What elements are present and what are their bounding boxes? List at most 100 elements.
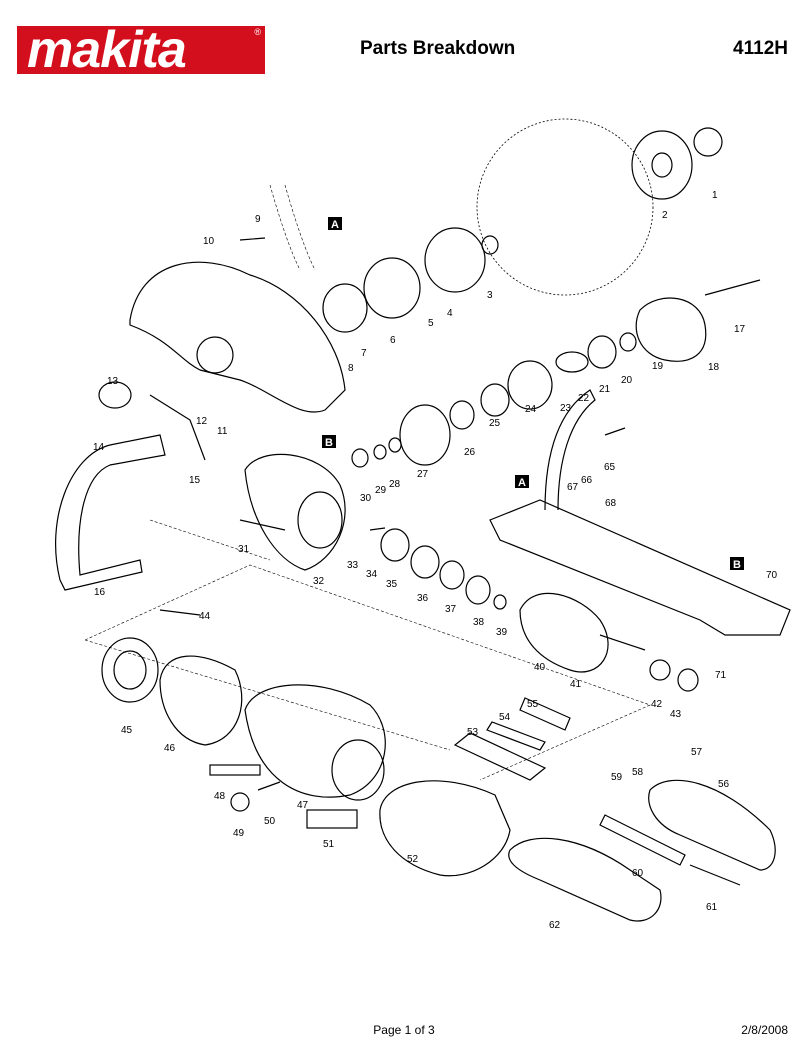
field-ring-shape bbox=[101, 637, 159, 703]
part-label: 34 bbox=[366, 569, 378, 580]
part-label: 14 bbox=[93, 442, 105, 453]
part-label: 32 bbox=[313, 576, 325, 587]
cover-plate-shape bbox=[363, 257, 421, 319]
fan-disc-shape bbox=[399, 404, 451, 466]
part-label: 36 bbox=[417, 593, 429, 604]
part-label: 16 bbox=[94, 587, 106, 598]
part-label: 7 bbox=[361, 348, 367, 359]
rear-handle-shape bbox=[648, 779, 776, 871]
page-number: Page 1 of 3 bbox=[373, 1023, 435, 1037]
part-label: 70 bbox=[766, 570, 778, 581]
part-label: 52 bbox=[407, 854, 419, 865]
blade-guard-shape bbox=[129, 261, 346, 413]
exploded-parts-diagram: A B A B 1 2 3 4 5 6 7 8 9 10 11 12 13 14… bbox=[55, 118, 791, 931]
part-label: 33 bbox=[347, 560, 359, 571]
part-label: 59 bbox=[611, 772, 623, 783]
part-label: 48 bbox=[214, 791, 226, 802]
model-number: 4112H bbox=[733, 38, 788, 59]
part-label: 46 bbox=[164, 743, 176, 754]
part-label: 8 bbox=[348, 363, 354, 374]
part-label: 17 bbox=[734, 324, 746, 335]
page-title: Parts Breakdown bbox=[360, 38, 516, 59]
part-label: 23 bbox=[560, 403, 572, 414]
part-label: 51 bbox=[323, 839, 335, 850]
motor-housing-rear-shape bbox=[244, 684, 386, 798]
brand-logo-text: makita bbox=[27, 21, 187, 79]
svg-text:B: B bbox=[733, 559, 741, 571]
part-label: 2 bbox=[662, 210, 668, 221]
part-label: 42 bbox=[651, 699, 663, 710]
saw-blade-shape bbox=[476, 118, 654, 296]
part-label: 11 bbox=[217, 426, 228, 437]
part-label: 45 bbox=[121, 725, 133, 736]
document-date: 2/8/2008 bbox=[741, 1023, 788, 1037]
part-label: 47 bbox=[297, 800, 309, 811]
part-label: 39 bbox=[496, 627, 508, 638]
part-label: 27 bbox=[417, 469, 429, 480]
part-label: 66 bbox=[581, 475, 593, 486]
rear-cover-shape bbox=[379, 780, 511, 877]
part-label: 62 bbox=[549, 920, 561, 931]
part-label: 40 bbox=[534, 662, 546, 673]
part-label: 53 bbox=[467, 727, 479, 738]
part-label: 61 bbox=[706, 902, 718, 913]
part-label: 67 bbox=[567, 482, 579, 493]
field-coil-shape bbox=[159, 655, 243, 746]
part-label: 71 bbox=[715, 670, 727, 681]
part-label: 26 bbox=[464, 447, 476, 458]
registered-mark-icon: ® bbox=[254, 27, 261, 37]
part-label: 29 bbox=[375, 485, 387, 496]
part-label: 54 bbox=[499, 712, 511, 723]
part-label: 56 bbox=[718, 779, 730, 790]
part-label: 19 bbox=[652, 361, 664, 372]
part-label: 60 bbox=[632, 868, 644, 879]
part-label: 37 bbox=[445, 604, 457, 615]
part-label: 22 bbox=[578, 393, 590, 404]
armature-shape bbox=[519, 592, 609, 673]
part-label: 68 bbox=[605, 498, 617, 509]
part-label: 30 bbox=[360, 493, 372, 504]
part-label: 6 bbox=[390, 335, 396, 346]
gear-housing-shape bbox=[635, 297, 707, 362]
part-label: 38 bbox=[473, 617, 485, 628]
part-label: 13 bbox=[107, 376, 119, 387]
part-label: 24 bbox=[525, 404, 537, 415]
base-plate-shape bbox=[489, 499, 791, 636]
part-label: 65 bbox=[604, 462, 616, 473]
inner-flange-shape bbox=[424, 227, 486, 293]
part-label: 1 bbox=[712, 190, 718, 201]
part-number-labels: 1 2 3 4 5 6 7 8 9 10 11 12 13 14 15 16 1… bbox=[93, 190, 778, 931]
part-label: 31 bbox=[238, 544, 250, 555]
makita-logo: makita ® bbox=[17, 21, 265, 79]
part-label: 12 bbox=[196, 416, 208, 427]
part-label: 21 bbox=[599, 384, 611, 395]
part-label: 5 bbox=[428, 318, 434, 329]
part-label: 49 bbox=[233, 828, 245, 839]
handle-cover-shape bbox=[508, 837, 662, 922]
part-label: 57 bbox=[691, 747, 703, 758]
part-label: 50 bbox=[264, 816, 276, 827]
part-label: 58 bbox=[632, 767, 644, 778]
motor-housing-shape bbox=[244, 453, 346, 571]
part-label: 3 bbox=[487, 290, 493, 301]
part-label: 41 bbox=[570, 679, 582, 690]
part-label: 25 bbox=[489, 418, 501, 429]
svg-text:B: B bbox=[325, 437, 333, 449]
part-label: 9 bbox=[255, 214, 261, 225]
front-handle-shape bbox=[55, 434, 166, 591]
part-label: 20 bbox=[621, 375, 633, 386]
part-label: 44 bbox=[199, 611, 211, 622]
part-label: 4 bbox=[447, 308, 453, 319]
part-label: 35 bbox=[386, 579, 398, 590]
part-label: 55 bbox=[527, 699, 539, 710]
part-label: 15 bbox=[189, 475, 201, 486]
reference-markers: A B A B bbox=[322, 217, 744, 571]
part-label: 28 bbox=[389, 479, 401, 490]
outer-flange-shape bbox=[631, 130, 693, 200]
part-label: 10 bbox=[203, 236, 215, 247]
svg-text:A: A bbox=[518, 477, 526, 489]
part-label: 18 bbox=[708, 362, 720, 373]
part-label: 43 bbox=[670, 709, 682, 720]
svg-text:A: A bbox=[331, 219, 339, 231]
